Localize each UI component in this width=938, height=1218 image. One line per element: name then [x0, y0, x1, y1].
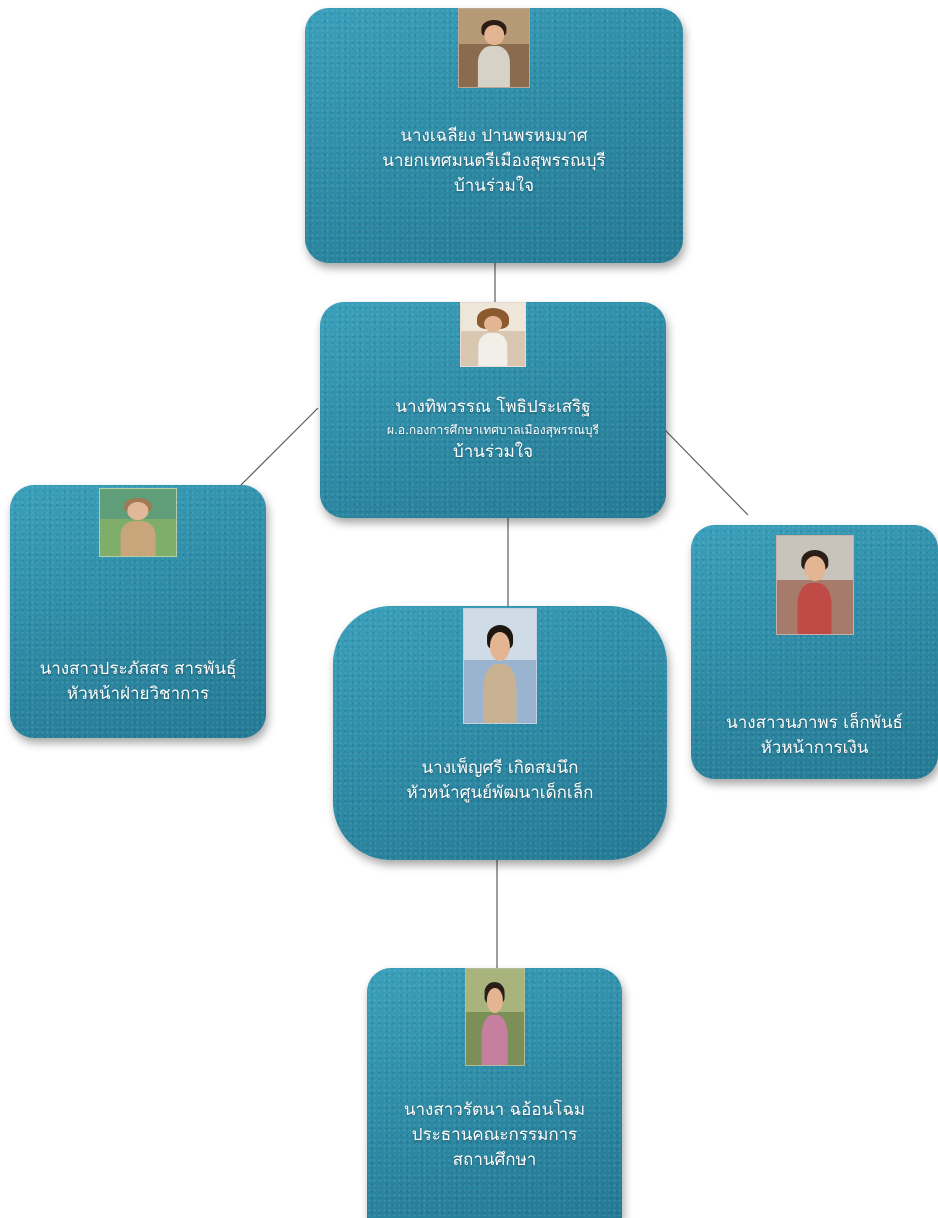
node-center-head: นางเพ็ญศรี เกิดสมนึก หัวหน้าศูนย์พัฒนาเด… — [333, 606, 667, 860]
mayor-photo — [458, 8, 530, 88]
finance-head-photo — [775, 535, 854, 635]
committee-chair-name: นางสาวรัตนา ฉอ้อนโฉม — [403, 1100, 586, 1120]
node-finance-head: นางสาวนภาพร เล็กพันธ์ หัวหน้าการเงิน — [691, 525, 938, 779]
committee-chair-photo — [464, 968, 525, 1066]
academic-head-title: หัวหน้าฝ่ายวิชาการ — [66, 684, 210, 704]
node-committee-chair: นางสาวรัตนา ฉอ้อนโฉม ประธานคณะกรรมการ สถ… — [367, 968, 622, 1218]
committee-chair-title: ประธานคณะกรรมการ — [411, 1125, 578, 1145]
academic-head-name: นางสาวประภัสสร สารพันธุ์ — [39, 659, 237, 679]
academic-head-photo — [99, 488, 177, 557]
finance-head-name: นางสาวนภาพร เล็กพันธ์ — [726, 713, 903, 733]
director-org: บ้านร่วมใจ — [452, 442, 534, 462]
connector-director-academic — [235, 407, 319, 491]
mayor-title: นายกเทศมนตรีเมืองสุพรรณบุรี — [382, 151, 606, 171]
director-name: นางทิพวรรณ โพธิประเสริฐ — [395, 397, 591, 417]
center-head-name: นางเพ็ญศรี เกิดสมนึก — [421, 758, 579, 778]
node-mayor: นางเฉลียง ปานพรหมมาศ นายกเทศมนตรีเมืองสุ… — [305, 8, 683, 263]
mayor-org: บ้านร่วมใจ — [453, 176, 535, 196]
committee-chair-org: สถานศึกษา — [452, 1150, 537, 1170]
mayor-name: นางเฉลียง ปานพรหมมาศ — [400, 126, 588, 146]
node-academic-head: นางสาวประภัสสร สารพันธุ์ หัวหน้าฝ่ายวิชา… — [10, 485, 266, 738]
connector-director-finance — [664, 429, 749, 516]
finance-head-title: หัวหน้าการเงิน — [760, 738, 869, 758]
center-head-photo — [463, 608, 537, 724]
director-title: ผ.อ.กองการศึกษาเทศบาลเมืองสุพรรณบุรี — [387, 423, 599, 437]
director-photo — [460, 302, 526, 367]
center-head-title: หัวหน้าศูนย์พัฒนาเด็กเล็ก — [406, 783, 594, 803]
node-director: นางทิพวรรณ โพธิประเสริฐ ผ.อ.กองการศึกษาเ… — [320, 302, 666, 518]
